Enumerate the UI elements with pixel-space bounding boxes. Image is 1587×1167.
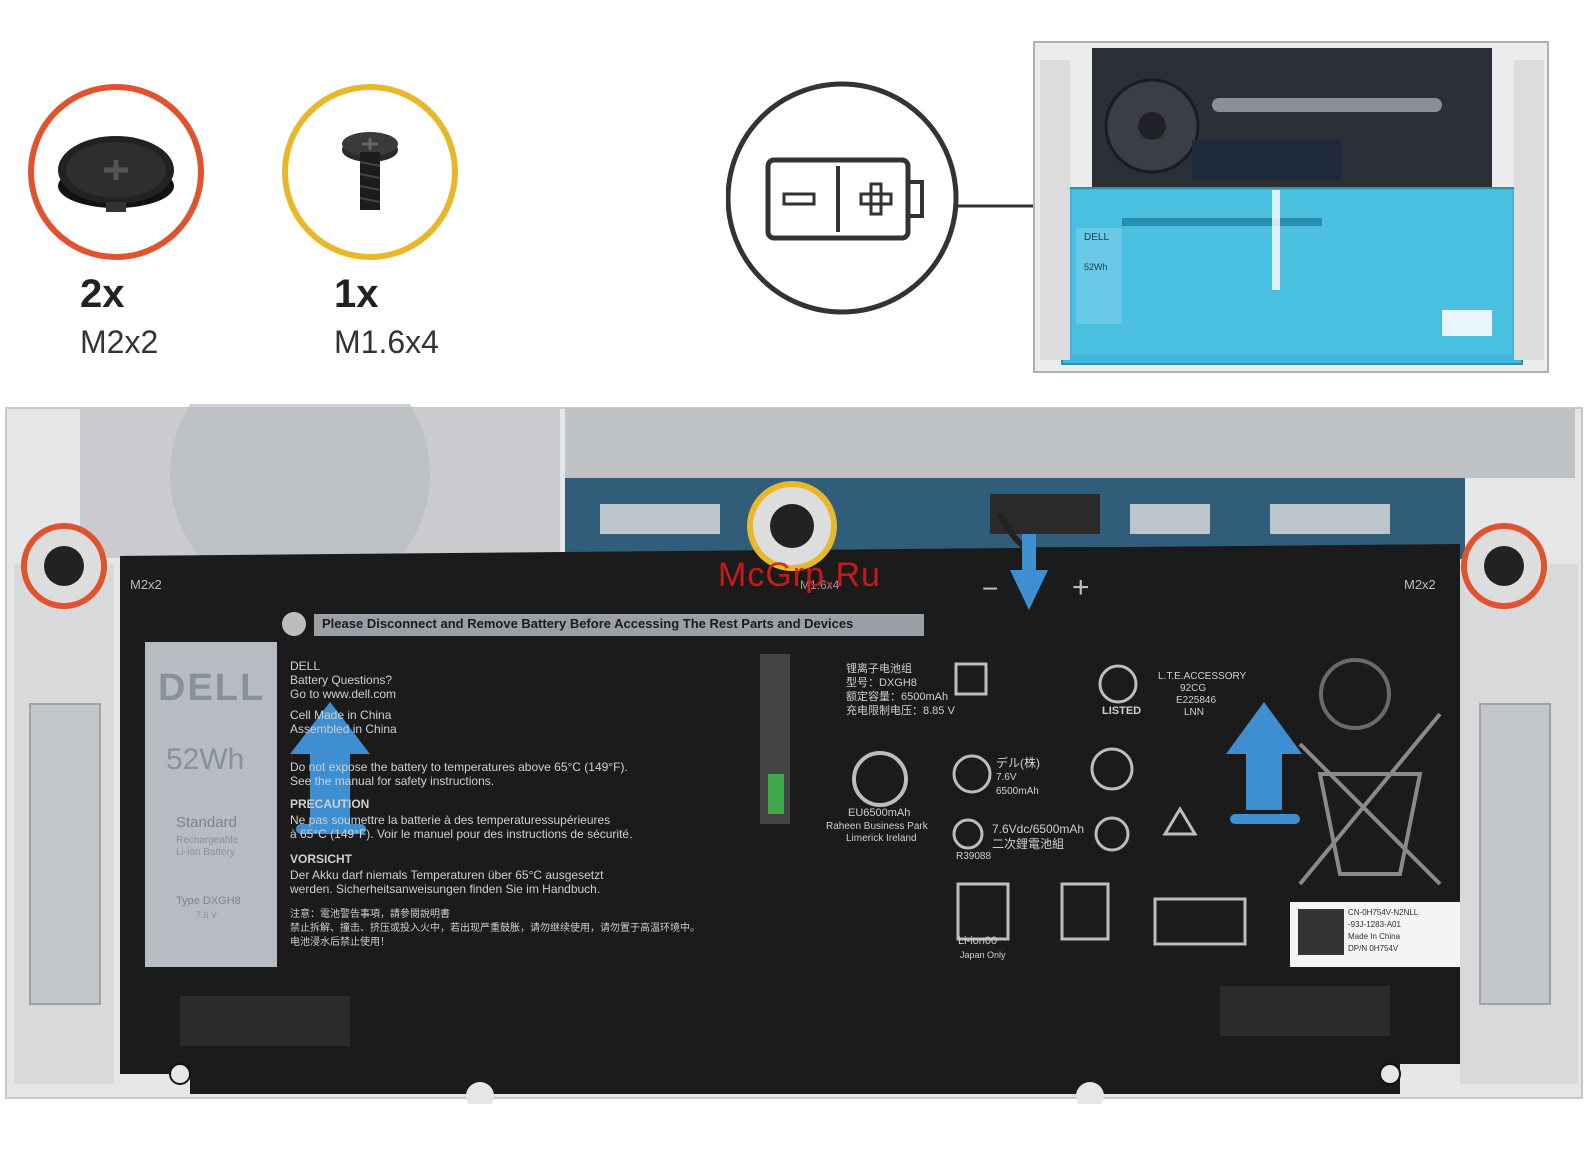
- battery-barcode2: -93J-1283-A01: [1348, 920, 1401, 929]
- svg-text:52Wh: 52Wh: [1084, 262, 1108, 272]
- battery-ul4: LNN: [1184, 707, 1205, 718]
- battery-type-voltage: 7.6 V: [196, 910, 218, 920]
- screw-m2x2-count: 2x: [80, 272, 125, 316]
- battery-grade: Standard: [176, 814, 237, 831]
- battery-recycle1: Li-ion00: [958, 935, 998, 947]
- screw-m16x4-count: 1x: [334, 272, 379, 316]
- battery-vorsicht-line1: Der Akku darf niemals Temperaturen über …: [290, 868, 604, 882]
- battery-grade-sub2: Li-ion Battery: [176, 847, 235, 858]
- battery-tw2: 二次鋰電池組: [992, 837, 1065, 851]
- polarity-minus: −: [982, 573, 999, 604]
- battery-spec1: 锂离子电池组: [846, 663, 912, 675]
- battery-type: Type DXGH8: [176, 895, 241, 907]
- callout-right-screw-label: M2x2: [1404, 577, 1436, 592]
- callout-left-screw-label: M2x2: [130, 577, 162, 592]
- battery-precaution-line1: Ne pas soumettre la batterie à des tempe…: [290, 813, 611, 827]
- battery-barcode1: CN-0H754V-N2NLL: [1348, 908, 1419, 917]
- battery-ce-sub2: Raheen Business Park: [826, 821, 928, 832]
- battery-barcode4: DP/N 0H754V: [1348, 944, 1399, 953]
- battery-goto: Go to www.dell.com: [290, 687, 397, 701]
- battery-warning-text: Please Disconnect and Remove Battery Bef…: [322, 616, 854, 631]
- battery-vorsicht-line2: werden. Sicherheitsanweisungen finden Si…: [290, 882, 601, 896]
- screw-m2x2-icon: [58, 136, 174, 212]
- battery-brand-logo: DELL: [158, 667, 266, 709]
- battery-ul2: 92CG: [1180, 683, 1207, 694]
- lift-arrow-left-icon: [290, 702, 370, 834]
- battery-ce-sub1: EU6500mAh: [848, 807, 911, 819]
- battery-cn-line2: 禁止拆解、撞击、挤压或投入火中，若出现严重鼓胀，请勿继续使用，请勿置于高温环境中…: [290, 923, 700, 934]
- screw-m16x4-icon: [342, 132, 398, 210]
- battery-caution-line1: Do not expose the battery to temperature…: [290, 760, 628, 774]
- battery-made1: Cell Made in China: [290, 708, 392, 722]
- svg-text:DELL: DELL: [1084, 232, 1109, 243]
- battery-cn-line3: 电池浸水后禁止使用！: [290, 937, 390, 948]
- battery-dell-heading: DELL: [290, 659, 321, 673]
- battery-made2: Assembled in China: [290, 722, 397, 736]
- polarity-plus: +: [1072, 571, 1090, 604]
- battery-vorsicht-head: VORSICHT: [290, 852, 353, 866]
- battery-spec4: 充电限制电压：8.85 V: [846, 705, 955, 717]
- battery-caution-line2: See the manual for safety instructions.: [290, 774, 495, 788]
- battery-ul1: L.T.E.ACCESSORY: [1158, 671, 1247, 682]
- battery-precaution-line2: à 65°C (149°F). Voir le manuel pour des …: [290, 827, 633, 841]
- battery-ul3: E225846: [1176, 695, 1217, 706]
- battery-spec2: 型号：DXGH8: [846, 677, 917, 689]
- battery-removal-diagram: [5, 404, 1583, 1104]
- callout-center-screw-label: M1.6x4: [800, 578, 840, 592]
- battery-listed: LISTED: [1102, 705, 1142, 717]
- watermark-text: McGrp.Ru: [718, 556, 881, 594]
- battery-ce-sub3: Limerick Ireland: [846, 833, 917, 844]
- battery-capacity: 52Wh: [166, 743, 245, 776]
- battery-symbol-callout: [726, 81, 1044, 315]
- disconnect-arrow-icon: [1010, 534, 1048, 610]
- lift-arrow-right-icon: [1226, 702, 1302, 824]
- laptop-overview-inset: DELL 52Wh: [1033, 41, 1549, 373]
- battery-grade-sub1: Rechargeable: [176, 835, 239, 846]
- battery-spec3: 额定容量：6500mAh: [846, 691, 949, 703]
- battery-icon: [765, 157, 924, 241]
- battery-pse3: 6500mAh: [996, 786, 1039, 797]
- battery-cn-line1: 注意：電池警告事項，請參閱說明書: [290, 909, 450, 920]
- battery-label-panel: [145, 642, 277, 967]
- screw-m16x4-ring: [282, 84, 458, 260]
- screw-m2x2-ring: [28, 84, 204, 260]
- screw-m16x4-size: M1.6x4: [334, 324, 439, 360]
- battery-pse1: デル(株): [996, 756, 1040, 770]
- battery-questions: Battery Questions?: [290, 673, 393, 687]
- screw-m2x2-size: M2x2: [80, 324, 159, 360]
- battery-r-number: R39088: [956, 851, 992, 862]
- battery-barcode3: Made In China: [1348, 932, 1401, 941]
- battery-precaution-head: PRECAUTION: [290, 797, 370, 811]
- battery-tw1: 7.6Vdc/6500mAh: [992, 822, 1085, 836]
- battery-pse2: 7.6V: [996, 772, 1017, 783]
- battery-recycle2: Japan Only: [960, 950, 1006, 960]
